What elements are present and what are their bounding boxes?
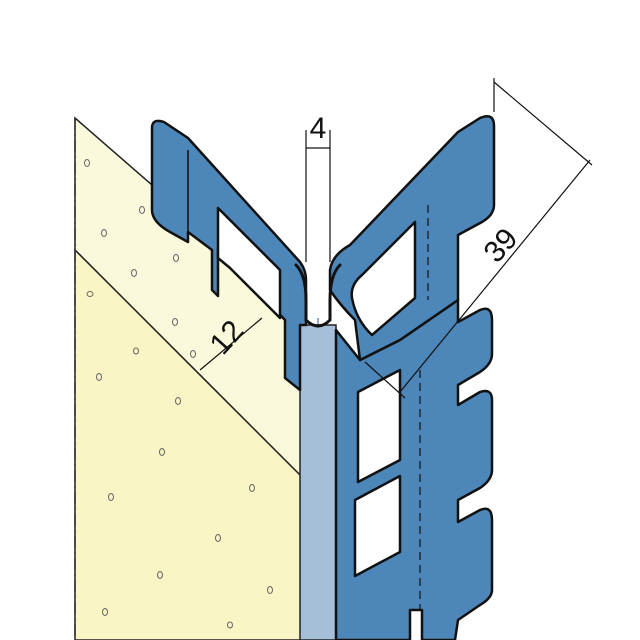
dimension-gap-label: 4 [310,112,327,145]
profile-nose [294,263,342,328]
perforation-upper-right [350,220,417,337]
plaster-speckles [84,159,273,629]
perforation-left [216,206,282,320]
plaster-layers [74,116,306,640]
profile-left-flange [150,119,308,392]
profile-right-flange [334,298,494,640]
perforation-lower [353,474,402,578]
profile-front-face [299,324,337,640]
dimension-flange-label: 39 [478,222,525,269]
dimension-gap: 4 [305,112,331,262]
perforation-upper [356,368,402,484]
profile-right-upper-flange [328,115,496,362]
